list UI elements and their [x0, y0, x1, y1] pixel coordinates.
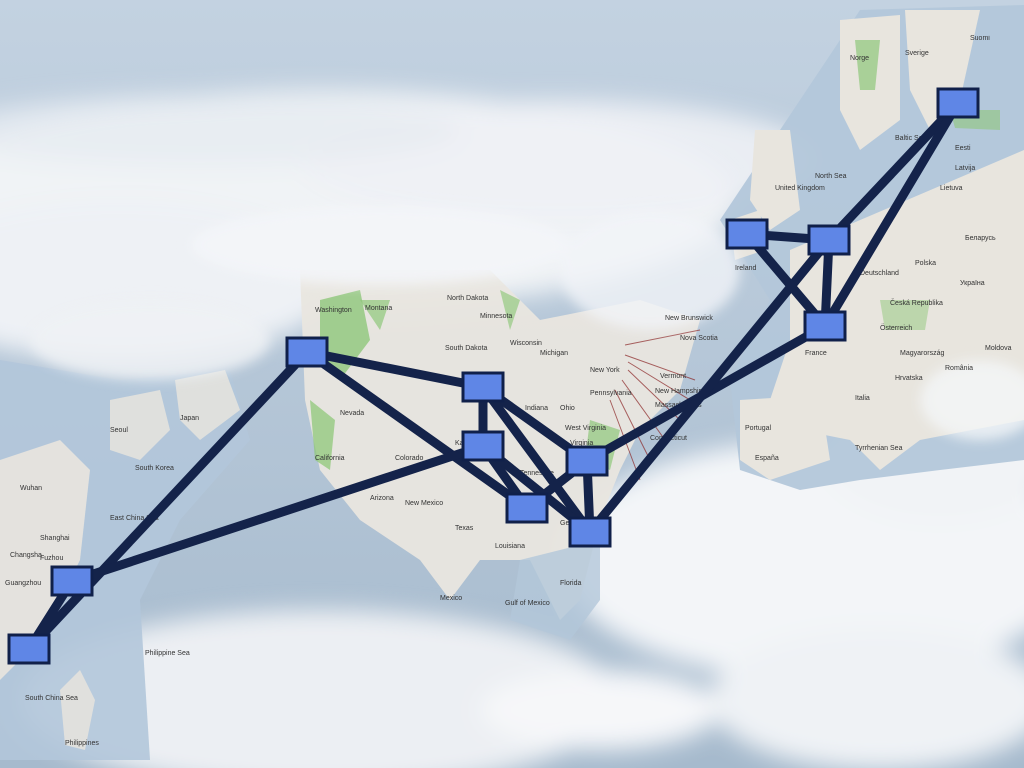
- map-label: Louisiana: [495, 543, 525, 550]
- map-label: France: [805, 350, 827, 357]
- map-label: Wisconsin: [510, 340, 542, 347]
- map-label: Vermont: [660, 373, 686, 380]
- map-label: Italia: [855, 395, 870, 402]
- map-label: Wuhan: [20, 485, 42, 492]
- map-label: Česká Republika: [890, 298, 943, 307]
- network-node: [7, 633, 51, 665]
- map-label: East China Sea: [110, 515, 159, 522]
- map-label: South China Sea: [25, 695, 78, 702]
- map-label: West Virginia: [565, 425, 606, 432]
- map-label: Fuzhou: [40, 555, 63, 562]
- network-link: [824, 98, 963, 245]
- network-node: [285, 336, 329, 368]
- map-label: Changsha: [10, 552, 42, 559]
- map-label: United Kingdom: [775, 185, 825, 192]
- network-link: [478, 382, 595, 537]
- map-label: Polska: [915, 260, 936, 267]
- map-label: Washington: [315, 307, 352, 314]
- map-label: Tennessee: [520, 470, 554, 477]
- network-link: [302, 347, 532, 513]
- map-label: España: [755, 455, 779, 462]
- map-label: Japan: [180, 415, 199, 422]
- network-link: [24, 347, 312, 654]
- network-link: [67, 441, 488, 586]
- map-label: Shanghai: [40, 535, 70, 542]
- network-node: [461, 371, 505, 403]
- map-label: Gulf of Mexico: [505, 600, 550, 607]
- map-label: Colorado: [395, 455, 424, 462]
- map-label: New York: [590, 367, 620, 374]
- map-label: Україна: [960, 280, 985, 287]
- map-label: South Dakota: [445, 345, 488, 352]
- map-label: Lietuva: [940, 185, 963, 192]
- map-label: Montana: [365, 305, 392, 312]
- map-label: Seoul: [110, 427, 128, 434]
- map-label: Magyarország: [900, 350, 944, 357]
- network-node: [807, 224, 851, 256]
- network-node: [50, 565, 94, 597]
- map-label: Baltic Sea: [895, 135, 927, 142]
- network-link: [302, 347, 488, 392]
- map-label: Minnesota: [480, 313, 512, 320]
- network-link: [820, 98, 963, 331]
- map-label: Norge: [850, 55, 869, 62]
- map-label: Moldova: [985, 345, 1012, 352]
- network-node: [568, 516, 612, 548]
- map-label: Michigan: [540, 350, 568, 357]
- map-label: Arizona: [370, 495, 394, 502]
- map-label: Mexico: [440, 595, 462, 602]
- map-label: Беларусь: [965, 235, 996, 242]
- map-label: Österreich: [880, 324, 912, 332]
- map-label: North Dakota: [447, 295, 488, 302]
- map-label: New Mexico: [405, 500, 443, 507]
- map-label: Tyrrhenian Sea: [855, 445, 903, 452]
- network-node: [505, 492, 549, 524]
- map-label: New Brunswick: [665, 315, 713, 322]
- map-label: Suomi: [970, 35, 990, 42]
- map-label: Nova Scotia: [680, 335, 718, 342]
- network-node: [803, 310, 847, 342]
- map-label: Texas: [455, 525, 474, 532]
- network-node: [936, 87, 980, 119]
- network-node: [461, 430, 505, 462]
- map-label: Deutschland: [860, 270, 899, 277]
- map-label: Nevada: [340, 410, 364, 417]
- map-label: Latvija: [955, 165, 975, 172]
- map-label: Ohio: [560, 405, 575, 412]
- map-label: Sverige: [905, 50, 929, 57]
- map-label: Eesti: [955, 145, 971, 152]
- map-label: Virginia: [570, 440, 593, 447]
- map-label: România: [945, 365, 973, 372]
- network-node: [565, 445, 609, 477]
- cloud-overlay: [30, 205, 1024, 440]
- network-nodes: [7, 87, 980, 665]
- map-label: South Korea: [135, 465, 174, 472]
- network-node: [725, 218, 769, 250]
- map-label: Hrvatska: [895, 375, 923, 382]
- map-label: Florida: [560, 580, 582, 587]
- map-label: North Sea: [815, 173, 847, 180]
- map-label: California: [315, 455, 345, 462]
- map-label: Ireland: [735, 265, 757, 272]
- map-label: Philippines: [65, 740, 99, 747]
- map-label: Pennsylvania: [590, 390, 632, 397]
- map-label: Indiana: [525, 405, 548, 412]
- map-label: Portugal: [745, 425, 772, 432]
- map-label: New Hampshire: [655, 388, 705, 395]
- map-label: Philippine Sea: [145, 650, 190, 657]
- map-label: Guangzhou: [5, 580, 41, 587]
